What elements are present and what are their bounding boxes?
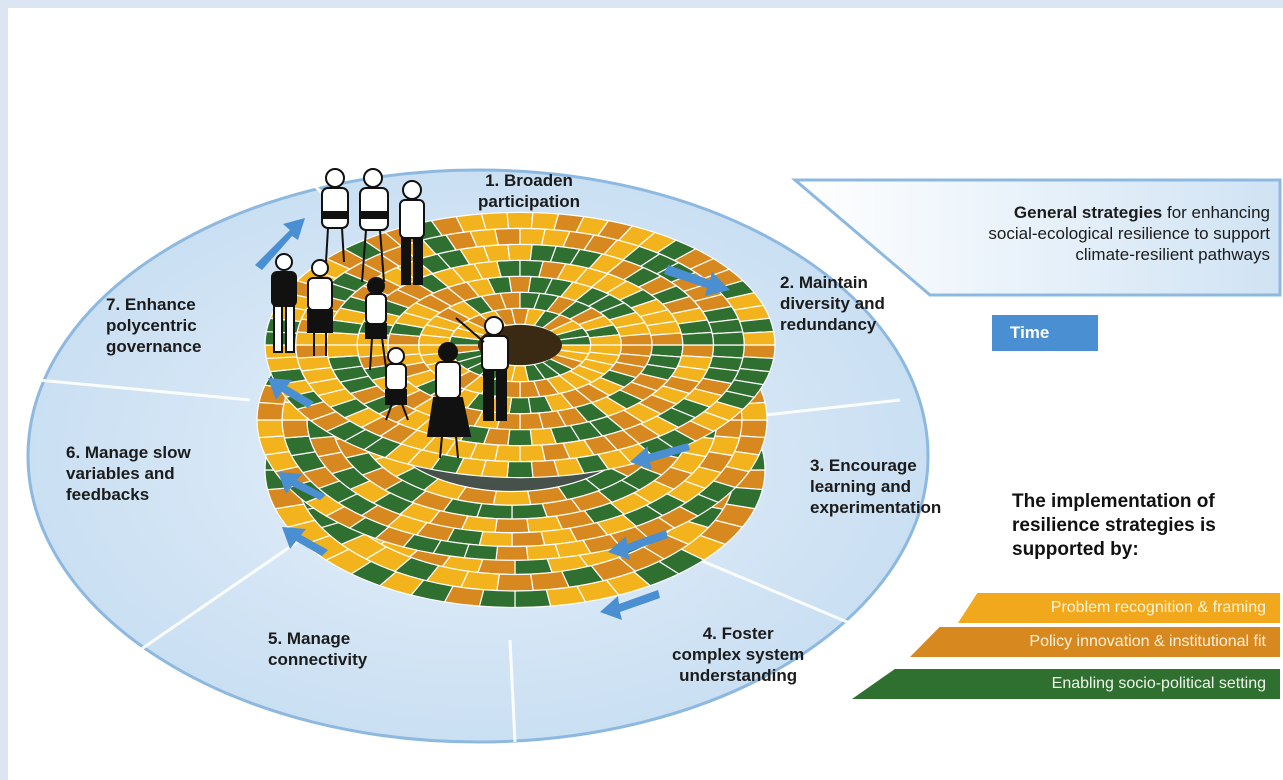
- resilience-stack: [256, 211, 776, 609]
- general-strategies-line1: for enhancing: [1162, 203, 1270, 222]
- arrow-icon: [608, 530, 668, 560]
- stack-tile: [514, 589, 552, 609]
- stack-tile: [256, 419, 285, 439]
- strategy-label-7: 7. Enhance polycentric governance: [106, 295, 202, 356]
- stack-tile: [530, 459, 560, 479]
- person-figure: [385, 347, 409, 421]
- strategy-label-4: 4. Foster complex system understanding: [672, 624, 805, 685]
- stack-tile: [494, 518, 530, 534]
- person-figure: [359, 168, 389, 283]
- arrow-icon: [268, 378, 314, 408]
- implementation-line2: resilience strategies is: [1012, 515, 1216, 536]
- stack-tile: [265, 356, 302, 373]
- arrow-icon: [630, 443, 690, 470]
- implementation-line3: supported by:: [1012, 539, 1139, 560]
- stack-tile: [494, 227, 521, 246]
- stack-tile: [511, 530, 546, 548]
- implementation-heading: The implementation of resilience strateg…: [1012, 490, 1216, 562]
- rotation-arrows: [255, 218, 730, 620]
- stack-tile: [478, 530, 513, 548]
- stack-tile: [478, 589, 516, 609]
- strategy-label-3: 3. Encourage learning and experimentatio…: [810, 456, 942, 517]
- stack-tile: [519, 444, 546, 463]
- stack-tile: [508, 396, 532, 415]
- stack-tile: [325, 344, 360, 359]
- stack-tile: [519, 227, 546, 246]
- people-illustration: [271, 168, 509, 459]
- stack-tile: [495, 545, 529, 561]
- stack-tile: [258, 435, 291, 456]
- stack-tile: [496, 259, 521, 278]
- strategy-label-6: 6. Manage slow variables and feedbacks: [66, 443, 191, 504]
- time-label: Time: [992, 315, 1098, 351]
- stack-tile: [508, 275, 532, 294]
- arrow-icon: [664, 265, 730, 296]
- support-bar-socio-political: Enabling socio-political setting: [852, 669, 1280, 699]
- arrow-icon: [278, 472, 326, 500]
- implementation-line1: The implementation of: [1012, 491, 1215, 512]
- person-figure: [307, 259, 333, 356]
- strategy-label-5: 5. Manage connectivity: [268, 629, 368, 669]
- stack-tile: [742, 344, 776, 360]
- stack-tile: [511, 502, 548, 520]
- arrow-icon: [282, 527, 328, 556]
- person-figure: [399, 180, 425, 285]
- general-strategies-panel: [790, 178, 1282, 297]
- stack-tile: [295, 344, 329, 359]
- stack-tile: [711, 331, 745, 346]
- stack-tile: [680, 331, 715, 346]
- stack-tile: [476, 502, 513, 520]
- support-bar-problem-recognition: Problem recognition & framing: [958, 593, 1280, 623]
- arrow-icon: [600, 590, 660, 620]
- stack-tile: [480, 211, 510, 231]
- general-strategies-bold: General strategies: [1013, 203, 1163, 222]
- general-strategies-text: General strategies for enhancing social-…: [900, 202, 1270, 265]
- stack-tile: [463, 543, 499, 561]
- stack-tile: [650, 332, 684, 346]
- stack-tile: [739, 419, 768, 439]
- strategy-label-2: 2. Maintain diversity and redundancy: [780, 273, 885, 334]
- general-strategies-line2: social-ecological resilience to support: [988, 224, 1270, 243]
- arrow-icon: [255, 218, 305, 270]
- stack-tile: [507, 428, 533, 447]
- stack-tile: [494, 444, 521, 463]
- person-figure: [365, 277, 387, 371]
- stack-tile: [256, 401, 285, 421]
- stack-tile: [738, 317, 775, 334]
- stack-tile: [492, 490, 532, 506]
- stack-tile: [506, 460, 534, 479]
- general-strategies-line3: climate-resilient pathways: [1075, 245, 1270, 264]
- stack-tile: [619, 333, 653, 346]
- stack-tile: [519, 412, 544, 431]
- stack-tile: [525, 543, 561, 561]
- person-figure: [455, 316, 509, 421]
- support-bar-policy-innovation: Policy innovation & institutional fit: [910, 627, 1280, 657]
- strategy-label-1: 1. Broaden participation: [478, 171, 581, 211]
- stack-tile: [496, 573, 534, 592]
- stack-tile: [507, 243, 533, 262]
- person-figure: [426, 342, 472, 459]
- stack-tile: [281, 419, 310, 439]
- stack-tile: [506, 211, 534, 230]
- person-figure: [321, 168, 349, 263]
- stack-tile: [742, 330, 776, 346]
- person-figure: [271, 253, 297, 353]
